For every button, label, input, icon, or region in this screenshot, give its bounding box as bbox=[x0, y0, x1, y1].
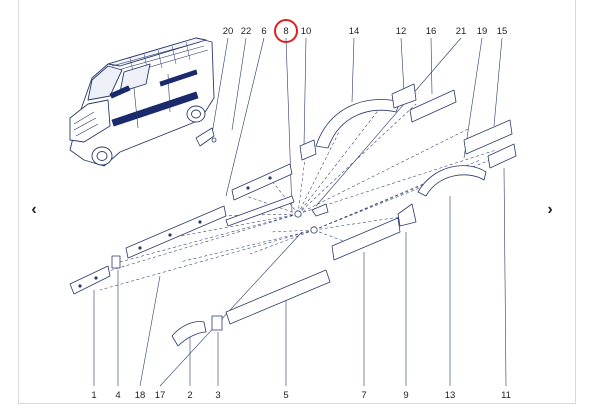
callout-3[interactable]: 3 bbox=[215, 390, 220, 401]
callout-15[interactable]: 15 bbox=[497, 26, 508, 37]
callout-8[interactable]: 8 bbox=[283, 26, 288, 37]
callout-labels: 20 22 6 8 10 14 12 16 21 19 15 1 4 18 17… bbox=[91, 26, 511, 401]
part-22-screw bbox=[211, 137, 217, 143]
part-2-cap bbox=[171, 321, 207, 347]
chevron-left-icon[interactable]: ‹ bbox=[31, 201, 37, 218]
callout-19[interactable]: 19 bbox=[477, 26, 488, 37]
part-13-arch bbox=[417, 165, 487, 197]
callout-11[interactable]: 11 bbox=[501, 390, 511, 401]
part-7-molding bbox=[331, 217, 401, 261]
callout-22[interactable]: 22 bbox=[241, 26, 252, 37]
part-3-clip bbox=[211, 315, 223, 331]
callout-10[interactable]: 10 bbox=[301, 26, 312, 37]
parts bbox=[69, 83, 517, 347]
callout-1[interactable]: 1 bbox=[91, 390, 96, 401]
part-10-molding bbox=[299, 139, 317, 161]
callout-4[interactable]: 4 bbox=[115, 390, 120, 401]
callout-18[interactable]: 18 bbox=[135, 390, 146, 401]
callout-12[interactable]: 12 bbox=[396, 26, 407, 37]
part-17-connector bbox=[225, 195, 295, 227]
callout-7[interactable]: 7 bbox=[361, 390, 366, 401]
callout-5[interactable]: 5 bbox=[283, 390, 288, 401]
part-15-piece bbox=[487, 143, 517, 169]
part-4-clip bbox=[111, 255, 121, 269]
callout-13[interactable]: 13 bbox=[445, 390, 456, 401]
part-18-molding bbox=[125, 205, 227, 259]
diagram-frame bbox=[18, 0, 576, 404]
part-8-fastener bbox=[294, 210, 302, 218]
part-14-arch bbox=[315, 99, 401, 149]
part-19-panel bbox=[463, 119, 513, 155]
part-12-molding bbox=[391, 83, 417, 109]
leader-lines bbox=[93, 37, 507, 387]
chevron-right-icon[interactable]: › bbox=[547, 201, 553, 218]
callout-9[interactable]: 9 bbox=[403, 390, 408, 401]
highlight-circle bbox=[274, 19, 298, 43]
part-9-flap bbox=[397, 203, 417, 227]
part-21-bracket bbox=[311, 203, 329, 217]
callout-20[interactable]: 20 bbox=[223, 26, 234, 37]
part-5-panel bbox=[225, 269, 331, 325]
callout-14[interactable]: 14 bbox=[349, 26, 360, 37]
callout-6[interactable]: 6 bbox=[261, 26, 266, 37]
part-16-molding bbox=[409, 89, 457, 123]
callout-16[interactable]: 16 bbox=[426, 26, 437, 37]
part-6-molding bbox=[231, 163, 293, 201]
part-20-bracket bbox=[195, 127, 215, 147]
callout-21[interactable]: 21 bbox=[456, 26, 467, 37]
part-1-molding bbox=[69, 265, 111, 295]
callout-17[interactable]: 17 bbox=[155, 390, 166, 401]
callout-2[interactable]: 2 bbox=[187, 390, 192, 401]
part-8-fastener-lower bbox=[310, 226, 318, 234]
van-illustration bbox=[69, 37, 215, 167]
